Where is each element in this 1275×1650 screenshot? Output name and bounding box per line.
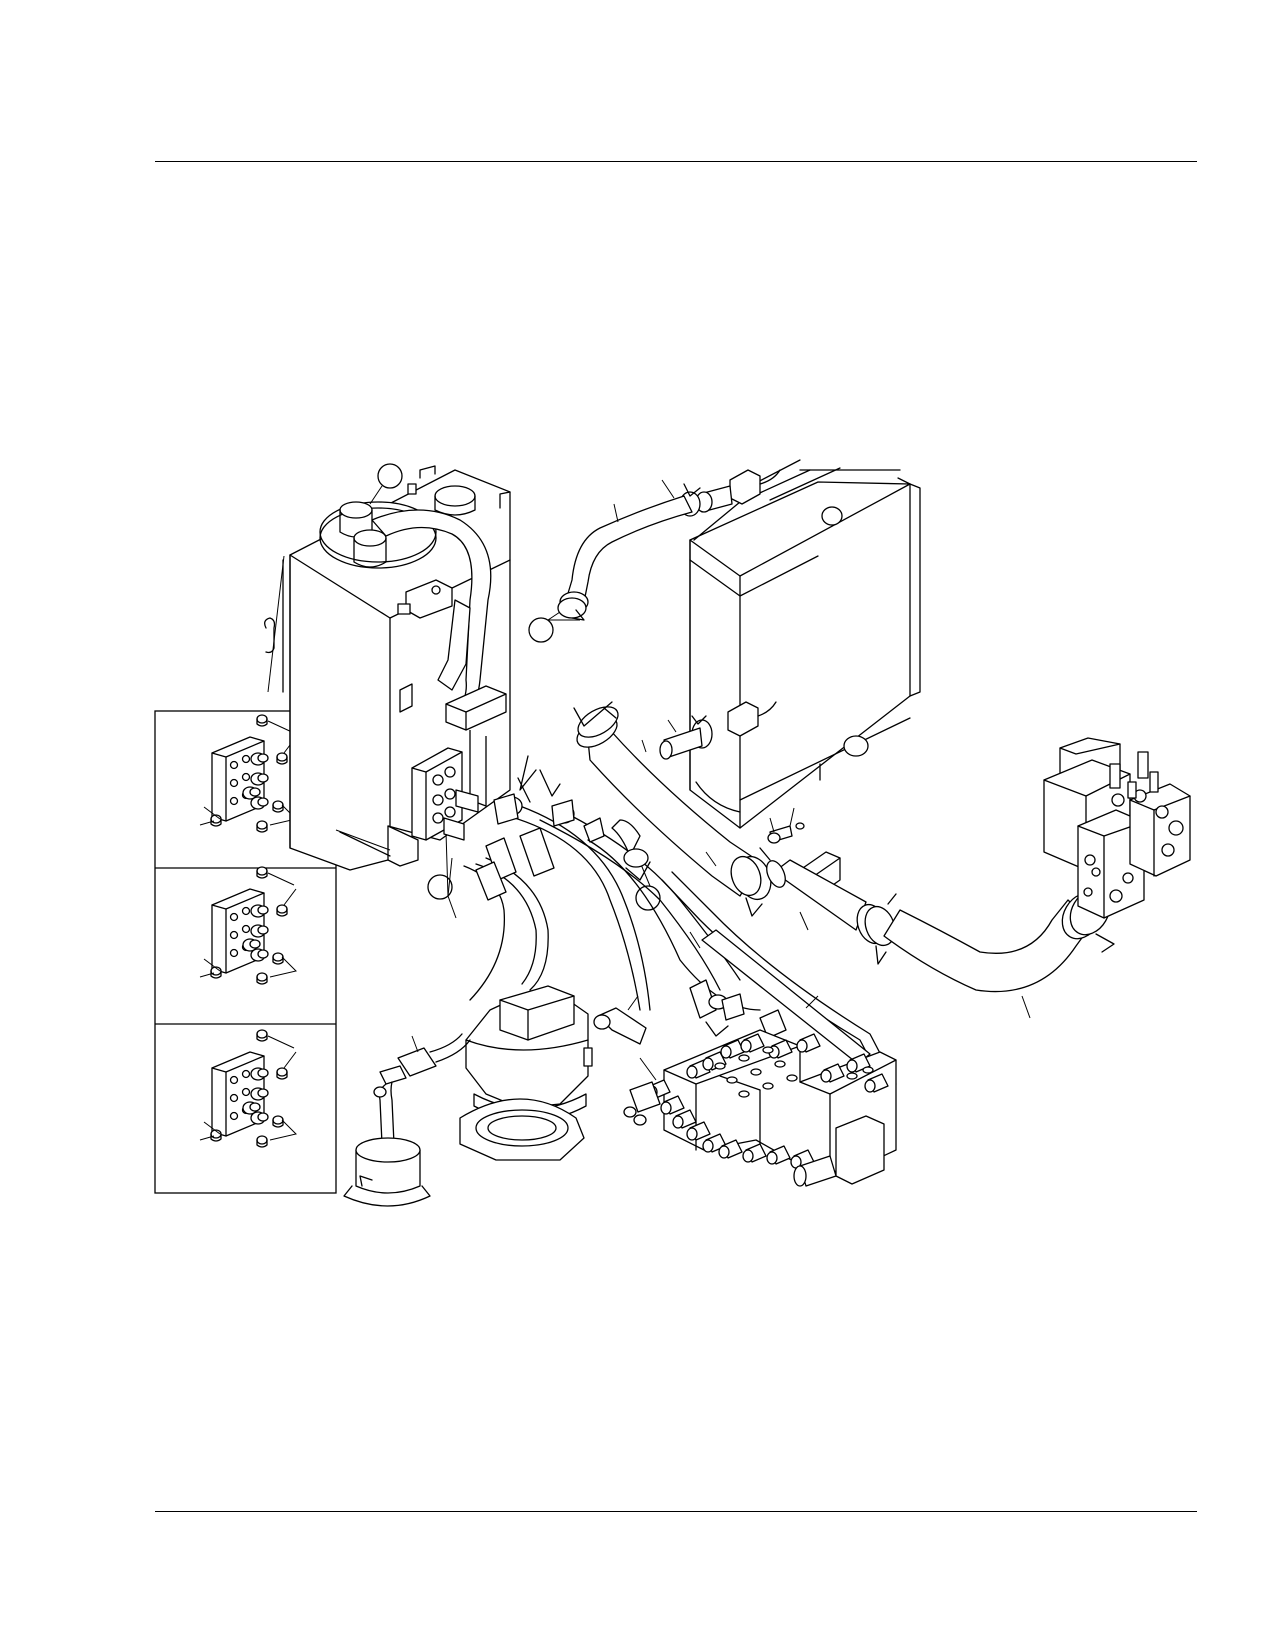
suction-steel-pipe [766, 859, 897, 965]
drain-filter [343, 1033, 471, 1207]
callout-bubbles [369, 463, 661, 919]
inset-manifold-view-2 [199, 866, 297, 985]
inset-manifold-view-1 [199, 714, 297, 833]
swing-motor [459, 985, 647, 1161]
cooler-lower-fittings [641, 701, 777, 760]
leader-lines [267, 555, 657, 1081]
return-pipe [371, 509, 507, 807]
inline-fittings [689, 929, 891, 1105]
cooler-inlet-hose [573, 701, 772, 917]
hose-clamps [475, 755, 651, 901]
cooler-outlet-hose [557, 479, 693, 621]
cooler-upper-fittings [679, 469, 781, 517]
tank-manifold-block [411, 747, 479, 841]
footer-rule [155, 1511, 1197, 1512]
inset-manifold-view-3 [199, 1029, 297, 1148]
oil-cooler [689, 459, 921, 829]
main-pump [1043, 737, 1191, 919]
header-rule [155, 161, 1197, 162]
control-valve-spools [623, 1033, 889, 1187]
